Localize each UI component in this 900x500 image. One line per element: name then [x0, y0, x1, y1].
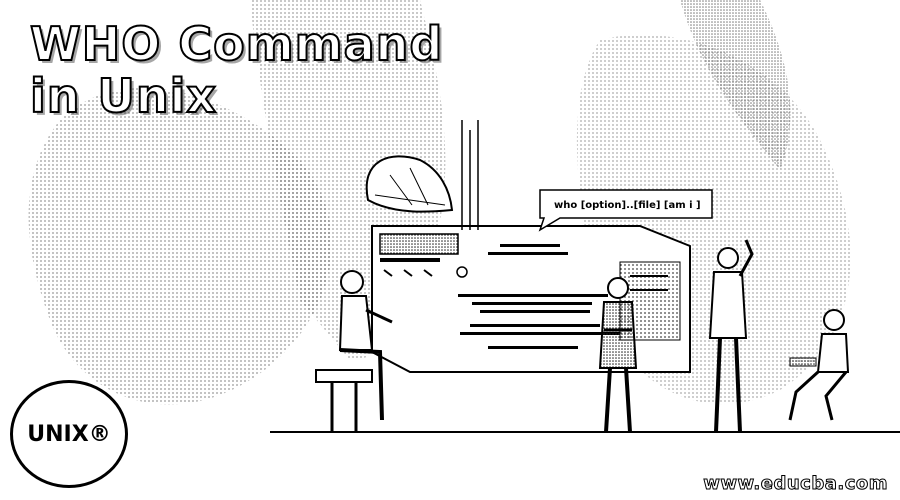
seated-person-laptop [788, 309, 850, 421]
website-url: www.educba.com [703, 473, 888, 495]
computer-screen [371, 225, 691, 373]
sitting-person [315, 270, 393, 432]
title-line-2: in Unix [29, 69, 218, 123]
command-bubble: who [option]..[file] [am i ] [538, 189, 713, 232]
unix-logo-text: UNIX® [27, 421, 111, 447]
background-poles [461, 120, 479, 230]
standing-person-right [708, 239, 754, 433]
unix-logo-badge: UNIX® [10, 380, 128, 488]
title-line-1: WHO Command [29, 17, 444, 71]
standing-person-center [598, 277, 638, 433]
command-syntax: who [option]..[file] [am i ] [554, 200, 701, 211]
page-title: WHO Command in Unix [29, 17, 444, 123]
